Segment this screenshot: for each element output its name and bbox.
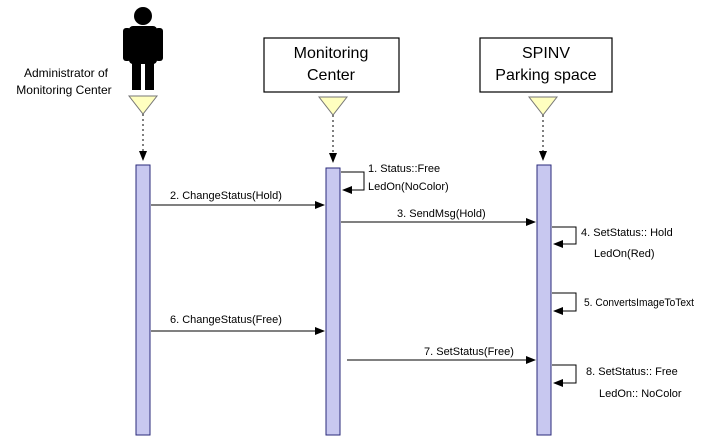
message-label-line2: LedOn(NoColor) — [368, 181, 449, 193]
self-message-arrow — [552, 292, 577, 315]
message-label-line2: LedOn(Red) — [594, 248, 655, 260]
message-7: 7. SetStatus(Free) — [347, 346, 536, 364]
lifeline-title-line2: Parking space — [495, 67, 596, 84]
message-8: 8. SetStatus:: Free LedOn:: NoColor — [552, 364, 682, 400]
message-6: 6. ChangeStatus(Free) — [151, 314, 325, 335]
person-icon — [123, 7, 163, 90]
message-label: 7. SetStatus(Free) — [424, 346, 514, 358]
message-label-line2: LedOn:: NoColor — [599, 388, 682, 400]
message-4: 4. SetStatus:: Hold LedOn(Red) — [552, 226, 673, 260]
message-3: 3. SendMsg(Hold) — [341, 208, 536, 226]
lifeline-box — [479, 37, 613, 93]
message-label: 6. ChangeStatus(Free) — [170, 314, 282, 326]
actor-administrator: Administrator of Monitoring Center — [16, 7, 163, 115]
lifeline-marker — [317, 96, 349, 116]
message-label-line1: 8. SetStatus:: Free — [586, 366, 678, 378]
lifeline-head-spinv: SPINV Parking space — [479, 37, 613, 116]
self-message-arrow — [552, 364, 577, 387]
self-message-arrow — [341, 171, 365, 194]
activation-bar-admin — [135, 164, 151, 436]
lifeline-title-line2: Center — [307, 67, 356, 84]
lifeline-title-line1: SPINV — [522, 45, 570, 62]
message-label-line1: 1. Status::Free — [368, 163, 440, 175]
lifeline-marker — [527, 96, 559, 116]
actor-label-line2: Monitoring Center — [16, 83, 111, 97]
actor-label-line1: Administrator of — [24, 66, 109, 80]
message-label: 5. ConvertsImageToText — [584, 297, 694, 309]
activation-bar-spinv — [536, 164, 552, 436]
lifeline-title-line1: Monitoring — [294, 45, 369, 62]
message-1: 1. Status::Free LedOn(NoColor) — [341, 163, 449, 194]
message-2: 2. ChangeStatus(Hold) — [151, 190, 325, 209]
activation-bar-monitoring — [325, 167, 341, 436]
lifeline-box — [263, 37, 400, 93]
lifeline-head-monitoring: Monitoring Center — [263, 37, 400, 116]
message-5: 5. ConvertsImageToText — [552, 292, 694, 315]
lifeline-marker — [127, 95, 159, 115]
self-message-arrow — [552, 226, 577, 248]
message-label-line1: 4. SetStatus:: Hold — [581, 227, 673, 239]
message-label: 3. SendMsg(Hold) — [397, 208, 486, 220]
message-label: 2. ChangeStatus(Hold) — [170, 190, 282, 202]
